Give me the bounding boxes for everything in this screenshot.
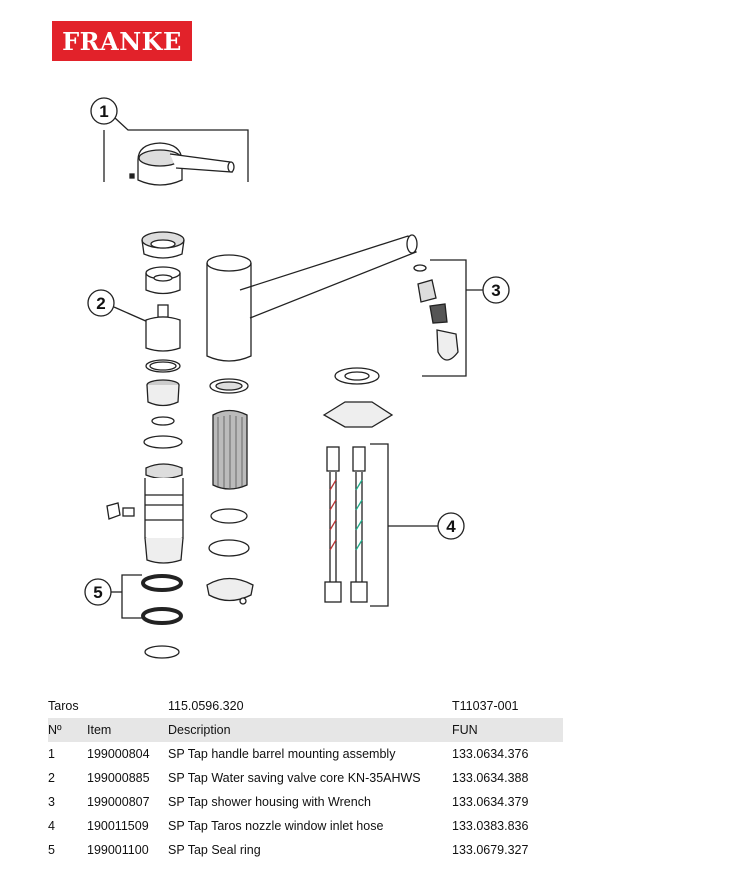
row-description: SP Tap handle barrel mounting assembly [168,747,396,761]
row-fun: 133.0634.388 [452,771,529,785]
shower-housing-parts [413,264,459,361]
row-item: 190011509 [87,819,149,833]
article-number: 115.0596.320 [168,699,244,713]
row-fun: 133.0634.379 [452,795,529,809]
seal-rings [141,574,183,659]
callout-3: 3 [422,259,510,377]
callout-1: 1 [90,97,249,182]
row-no: 2 [48,771,55,785]
row-fun: 133.0634.376 [452,747,529,761]
row-description: SP Tap Taros nozzle window inlet hose [168,819,384,833]
table-row: 4 190011509 SP Tap Taros nozzle window i… [48,814,563,838]
table-meta-row: Taros 115.0596.320 T11037-001 [48,694,563,718]
callout-2: 2 [87,289,149,323]
document-number: T11037-001 [452,699,519,713]
row-description: SP Tap shower housing with Wrench [168,795,371,809]
header-fun: FUN [452,723,478,737]
exploded-parts-drawing: 1 2 [84,97,510,659]
callout-5-label: 5 [93,583,102,602]
table-row: 5 199001100 SP Tap Seal ring 133.0679.32… [48,838,563,862]
cartridge-stack [106,231,185,564]
row-fun: 133.0383.836 [452,819,529,833]
callout-5: 5 [84,574,142,619]
parts-table: Taros 115.0596.320 T11037-001 Nº Item De… [48,694,563,862]
table-row: 2 199000885 SP Tap Water saving valve co… [48,766,563,790]
callout-1-label: 1 [99,102,108,121]
header-description: Description [168,723,231,737]
row-no: 3 [48,795,55,809]
inlet-hoses [324,446,368,603]
callout-3-label: 3 [491,281,500,300]
row-no: 1 [48,747,55,761]
callout-2-label: 2 [96,294,105,313]
header-item: Item [87,723,112,737]
table-row: 3 199000807 SP Tap shower housing with W… [48,790,563,814]
model-name: Taros [48,699,79,713]
franke-logo: FRANKE [52,21,192,61]
table-header: Nº Item Description FUN [48,718,563,742]
row-item: 199001100 [87,843,149,857]
row-item: 199000804 [87,747,150,761]
callout-4: 4 [370,443,465,607]
table-row: 1 199000804 SP Tap handle barrel mountin… [48,742,563,766]
row-fun: 133.0679.327 [452,843,529,857]
logo-text: FRANKE [62,26,182,56]
callout-4-label: 4 [446,517,456,536]
row-description: SP Tap Water saving valve core KN-35AHWS [168,771,421,785]
handle-part [129,142,235,186]
row-description: SP Tap Seal ring [168,843,261,857]
row-item: 199000885 [87,771,150,785]
tap-body [206,234,418,605]
mount-plate [322,367,394,428]
row-no: 4 [48,819,55,833]
header-no: Nº [48,723,62,737]
row-no: 5 [48,843,55,857]
row-item: 199000807 [87,795,150,809]
